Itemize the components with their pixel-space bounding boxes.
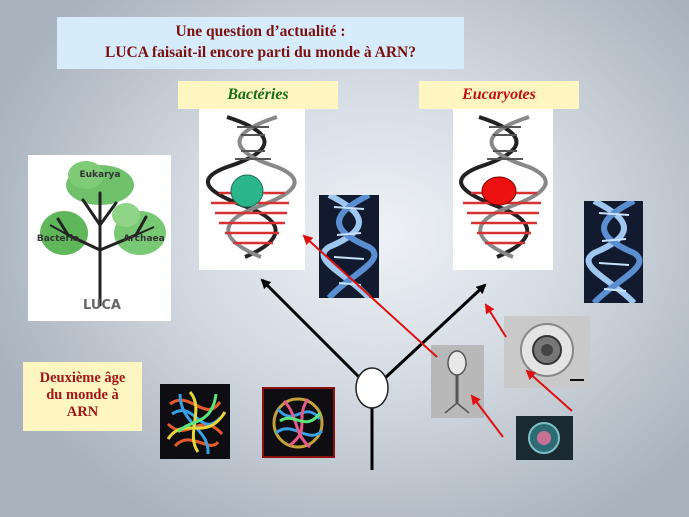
tree-label-top: Eukarya	[80, 170, 121, 180]
tree-label-root: LUCA	[83, 298, 121, 313]
ribosome-structure-left	[160, 384, 230, 459]
second-age-line-2: du monde à	[46, 387, 119, 403]
eukaryote-dna-image	[453, 109, 553, 270]
branch-to-bacteria	[260, 278, 362, 380]
tree-label-left: Bacteria	[37, 234, 79, 244]
title-box: Une question d’actualité : LUCA faisait-…	[57, 17, 464, 69]
tree-of-life-image: Eukarya Bacteria Archaea LUCA	[28, 155, 171, 321]
dna-helix-photo-right	[584, 198, 643, 306]
dna-helix-photo-left	[319, 192, 379, 301]
luca-node	[355, 367, 389, 409]
ribosome-structure-right	[262, 387, 335, 458]
bacteria-label: Bactéries	[178, 81, 338, 109]
branch-to-eukaryotes	[383, 283, 487, 380]
eukaryote-polymerase-dot	[481, 176, 517, 206]
phage-microscopy-image	[431, 345, 484, 418]
virus-particle-image	[516, 416, 573, 460]
virus-microscopy-large	[504, 316, 590, 388]
second-age-line-3: ARN	[66, 404, 99, 420]
bacteria-polymerase-dot	[230, 174, 264, 208]
red-arrow-virus-to-eukaryote	[484, 303, 507, 338]
second-age-line-1: Deuxième âge	[39, 370, 126, 386]
title-line-1: Une question d’actualité :	[175, 23, 346, 40]
red-arrow-to-phage	[470, 394, 504, 438]
red-arrow-to-large-virus	[525, 369, 573, 412]
tree-label-right: Archaea	[123, 234, 164, 244]
second-rna-world-box: Deuxième âge du monde à ARN	[23, 362, 142, 431]
bacteria-dna-image	[199, 109, 305, 270]
eukaryotes-label: Eucaryotes	[419, 81, 579, 109]
red-arrow-phage-to-bacteria-dna	[302, 234, 438, 358]
title-line-2: LUCA faisait-il encore parti du monde à …	[104, 44, 416, 61]
